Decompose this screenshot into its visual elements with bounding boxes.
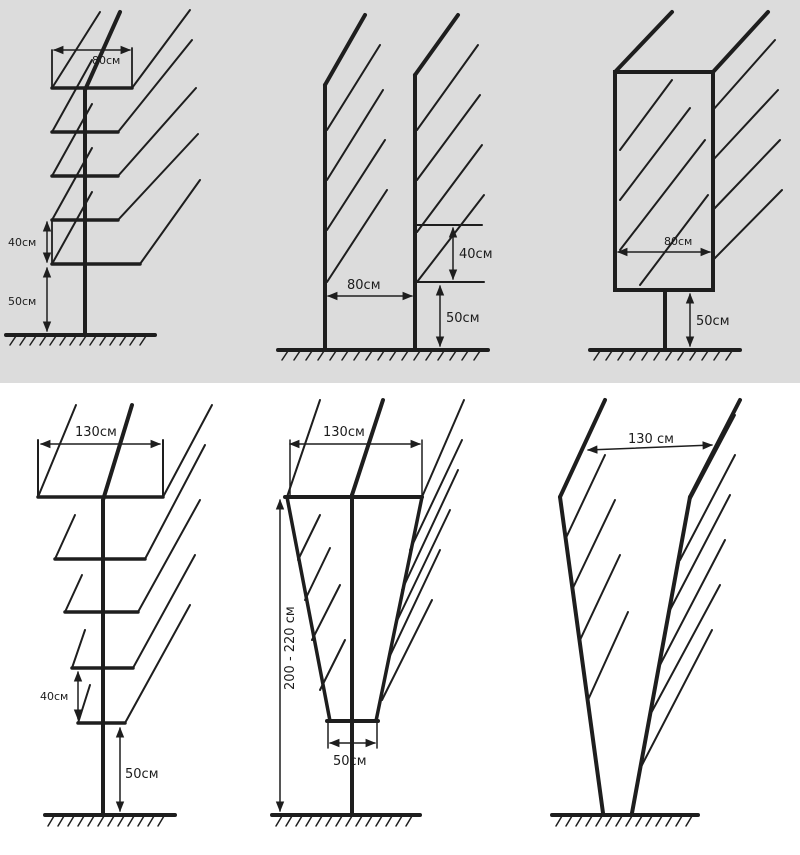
ground-hatch — [47, 815, 165, 827]
top-box-base-label: 50см — [696, 314, 730, 329]
right-plane-hatch — [641, 414, 736, 766]
bottom-v-trellis — [270, 398, 465, 827]
ground-hatch — [281, 350, 481, 361]
shelf-edge-lines — [51, 47, 133, 265]
top-double-width-label: 80см — [347, 278, 381, 293]
box-front — [613, 70, 715, 292]
shelf-depth-lines — [37, 404, 213, 724]
v-hatch — [297, 439, 463, 701]
top-shelf-gap-label: 40см — [8, 236, 36, 249]
bottom-shelf-gap-label: 40см — [40, 690, 68, 703]
ground-hatch — [9, 335, 147, 346]
post-top — [350, 398, 385, 497]
dim-top-line — [586, 441, 714, 454]
left-plane-upper — [558, 398, 607, 499]
box-left-top — [613, 10, 674, 74]
shelf-depth-lines — [51, 9, 201, 265]
bottom-shelf-base-label: 50см — [125, 767, 159, 782]
top-double-gap-label: 40см — [459, 247, 493, 262]
bottom-v-bottom-width-label: 50см — [333, 754, 367, 769]
post-top — [83, 10, 122, 92]
right-plane-lower — [630, 495, 692, 815]
bottom-v-planes — [550, 398, 742, 827]
box-front-hatch — [619, 79, 709, 286]
right-post-top — [413, 13, 460, 77]
shelves — [36, 495, 165, 725]
post-top — [101, 403, 134, 502]
box-side-hatch — [712, 39, 783, 261]
ground-hatch — [555, 815, 693, 827]
box-right-top — [711, 10, 770, 74]
left-plane-lower — [558, 495, 605, 815]
top-box-trellis — [588, 10, 783, 361]
bottom-v-height-label: 200 - 220 см — [283, 606, 298, 690]
bottom-shelf-width-label: 130см — [75, 425, 117, 440]
shelf-edges — [37, 439, 164, 724]
top-shelf-trellis — [4, 9, 201, 346]
top-shelf-width-label: 80см — [92, 54, 120, 67]
top-right-edge — [421, 399, 465, 498]
top-double-base-label: 50см — [446, 311, 480, 326]
top-left-edge — [286, 399, 321, 498]
ground-hatch — [593, 350, 733, 361]
ground-hatch — [275, 815, 413, 827]
top-double-plane — [276, 13, 490, 361]
top-shelf-base-label: 50см — [8, 295, 36, 308]
top-box-width-label: 80см — [664, 235, 692, 248]
bottom-planes-top-width-label: 130 см — [628, 432, 674, 447]
bottom-shelf-trellis — [36, 403, 213, 827]
left-plane-wires — [326, 44, 388, 283]
right-arm — [374, 495, 424, 723]
left-post-top — [323, 13, 367, 87]
left-plane-hatch — [564, 454, 629, 701]
shelves — [50, 86, 142, 266]
right-plane-upper — [688, 398, 742, 499]
bottom-v-top-width-label: 130см — [323, 425, 365, 440]
